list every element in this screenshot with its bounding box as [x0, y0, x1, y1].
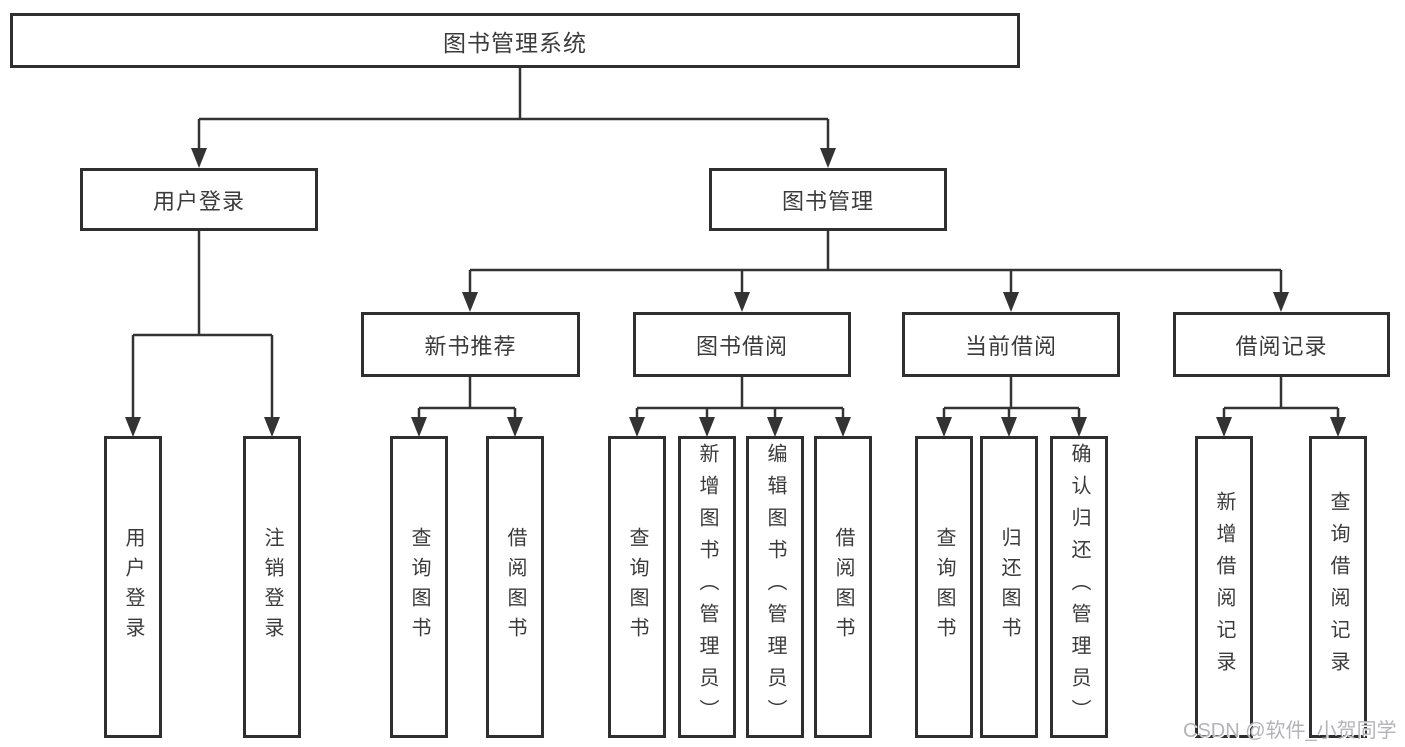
- leaf-return-books-label: 归还图书: [998, 527, 1020, 647]
- node-borrow-records: 借阅记录: [1173, 312, 1390, 377]
- leaf-query-books-recommend-label: 查询图书: [408, 527, 430, 647]
- leaf-borrow-books: 借阅图书: [814, 436, 872, 738]
- node-book-management-label: 图书管理: [781, 188, 874, 214]
- leaf-edit-books-admin-label: 编辑图书（管理员）: [764, 443, 786, 731]
- leaf-add-books-admin: 新增图书（管理员）: [678, 436, 736, 738]
- node-user-login-label: 用户登录: [152, 188, 245, 214]
- leaf-edit-books-admin: 编辑图书（管理员）: [746, 436, 804, 738]
- leaf-user-login-label: 用户登录: [122, 527, 144, 647]
- leaf-borrow-books-label: 借阅图书: [832, 527, 854, 647]
- leaf-borrow-books-recommend-label: 借阅图书: [504, 527, 526, 647]
- leaf-query-books-borrow-label: 查询图书: [626, 527, 648, 647]
- node-root-label: 图书管理系统: [443, 29, 587, 56]
- leaf-confirm-return-admin: 确认归还（管理员）: [1050, 436, 1108, 738]
- leaf-borrow-books-recommend: 借阅图书: [486, 436, 544, 738]
- leaf-query-borrow-record: 查询借阅记录: [1309, 436, 1367, 738]
- node-user-login: 用户登录: [80, 168, 318, 231]
- leaf-query-books-recommend: 查询图书: [390, 436, 448, 738]
- leaf-query-books-current: 查询图书: [915, 436, 973, 738]
- node-book-borrow-label: 图书借阅: [695, 333, 788, 359]
- leaf-add-borrow-record-label: 新增借阅记录: [1213, 491, 1235, 683]
- leaf-confirm-return-admin-label: 确认归还（管理员）: [1068, 443, 1090, 731]
- arrowheads: [125, 148, 1346, 437]
- node-current-borrow-label: 当前借阅: [964, 333, 1057, 359]
- leaf-logout: 注销登录: [243, 436, 301, 738]
- node-current-borrow: 当前借阅: [902, 312, 1120, 377]
- node-new-book-recommend: 新书推荐: [361, 312, 580, 377]
- leaf-logout-label: 注销登录: [261, 527, 283, 647]
- leaf-add-borrow-record: 新增借阅记录: [1195, 436, 1253, 738]
- leaf-query-borrow-record-label: 查询借阅记录: [1327, 491, 1349, 683]
- node-root-system: 图书管理系统: [10, 13, 1020, 68]
- csdn-watermark: CSDN @软件_小贺同学: [1183, 720, 1397, 742]
- leaf-return-books: 归还图书: [980, 436, 1038, 738]
- leaf-query-books-current-label: 查询图书: [933, 527, 955, 647]
- node-new-book-recommend-label: 新书推荐: [424, 333, 517, 359]
- connector-paths: [131, 68, 1340, 419]
- leaf-add-books-admin-label: 新增图书（管理员）: [696, 443, 718, 731]
- node-borrow-records-label: 借阅记录: [1235, 333, 1328, 359]
- leaf-user-login: 用户登录: [104, 436, 162, 738]
- node-book-management: 图书管理: [709, 168, 947, 231]
- node-book-borrow: 图书借阅: [633, 312, 851, 377]
- leaf-query-books-borrow: 查询图书: [608, 436, 666, 738]
